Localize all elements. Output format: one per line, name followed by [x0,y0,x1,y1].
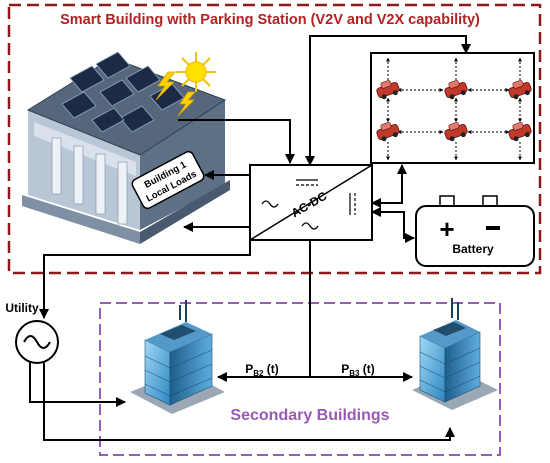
car-icon [508,80,532,100]
ac-dc-converter: AC-DC [249,164,373,241]
flow-label-b2: PB2 (t) [245,362,279,378]
parking-station [370,52,535,164]
battery-label: Battery [452,242,494,256]
solar-panel-icon [61,51,185,133]
battery-icon: + Battery [415,195,535,267]
ac-wave-icon [261,200,279,208]
smart-building-zone [7,3,542,275]
ac-wave-icon [301,222,319,230]
skyscraper-icon [130,300,225,414]
svg-text:+: + [439,214,454,244]
secondary-buildings-zone [99,302,501,456]
sun-icon [176,52,216,92]
local-loads-box: Building 1 Local Loads [131,150,205,210]
power-connections [29,35,471,441]
skyscraper-icon [412,298,498,410]
lightning-icon [177,91,196,117]
ac-source-icon [15,320,59,364]
title: Smart Building with Parking Station (V2V… [60,12,480,28]
lightning-icon [155,71,176,101]
secondary-buildings-label: Secondary Buildings [230,407,389,424]
utility-label: Utility [5,301,39,315]
car-icon [508,122,532,142]
flow-label-b3: PB3 (t) [341,362,375,378]
